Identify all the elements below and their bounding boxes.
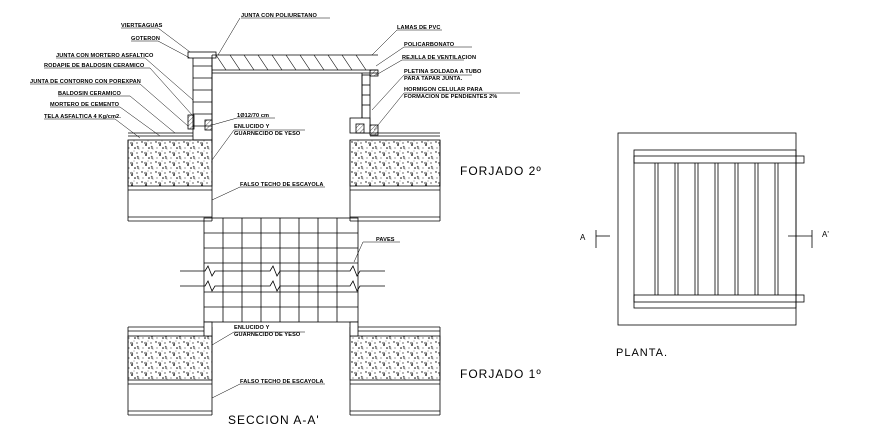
plan-marker-right: A' xyxy=(822,230,829,239)
label-pletina-2: PARA TAPAR JUNTA. xyxy=(404,76,463,82)
plan-marker-left: A xyxy=(580,233,586,242)
label-tela: TELA ASFALTICA 4 Kg/cm2. xyxy=(44,114,121,120)
label-policarbonato: POLICARBONATO xyxy=(404,42,455,48)
label-junta-mortero: JUNTA CON MORTERO ASFALTICO xyxy=(56,53,154,59)
plan-title: PLANTA. xyxy=(616,347,668,359)
label-hormigon-1: HORMIGON CELULAR PARA xyxy=(404,87,483,93)
label-falso-techo: FALSO TECHO DE ESCAYOLA xyxy=(240,182,324,188)
left-upstand xyxy=(187,51,217,141)
floor-lower-label: FORJADO 1º xyxy=(460,367,542,381)
label-rejilla: REJILLA DE VENTILACION xyxy=(402,55,476,61)
plan-view xyxy=(595,132,813,326)
right-upstand xyxy=(349,74,379,136)
label-junta-poliuretano: JUNTA CON POLIURETANO xyxy=(241,13,318,19)
label-hormigon-2: FORMACION DE PENDIENTES 2% xyxy=(404,94,497,100)
label-pletina-1: PLETINA SOLDADA A TUBO xyxy=(404,69,482,75)
skylight-roof xyxy=(211,54,379,140)
label-enlucido-1: ENLUCIDO Y xyxy=(234,124,270,130)
leader-lines xyxy=(30,17,520,399)
label-vierteaguas: VIERTEAGUAS xyxy=(121,23,163,29)
label-mortero: MORTERO DE CEMENTO xyxy=(50,102,120,108)
label-enlucido-lower-2: GUARNECIDO DE YESO xyxy=(234,332,301,338)
label-baldosin: BALDOSIN CERAMICO xyxy=(58,91,121,97)
label-junta-contorno: JUNTA DE CONTORNO CON POREXPAN xyxy=(30,79,141,85)
label-goteron: GOTERON xyxy=(131,36,160,42)
lower-slab xyxy=(127,321,441,416)
label-enlucido-2: GUARNECIDO DE YESO xyxy=(234,131,301,137)
label-rodapie: RODAPIE DE BALDOSIN CERAMICO xyxy=(44,63,145,69)
label-rebar: 1Ø12/70 cm xyxy=(237,113,269,119)
section-title: SECCION A-A' xyxy=(228,413,320,427)
label-paves: PAVES xyxy=(376,237,395,243)
paves-grid xyxy=(180,217,385,323)
label-lamas: LAMAS DE PVC xyxy=(397,25,440,31)
label-enlucido-lower-1: ENLUCIDO Y xyxy=(234,325,270,331)
label-falso-techo-lower: FALSO TECHO DE ESCAYOLA xyxy=(240,379,324,385)
floor-upper-label: FORJADO 2º xyxy=(460,164,542,178)
upper-slab xyxy=(127,132,441,222)
